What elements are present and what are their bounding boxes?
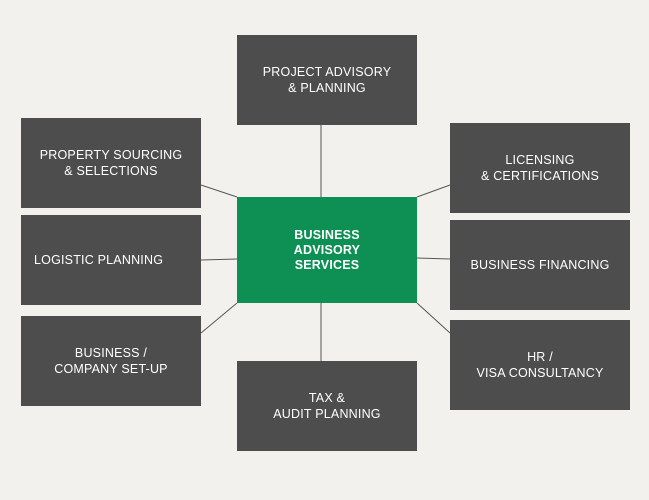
link-right2 — [416, 257, 451, 260]
node-company-setup: BUSINESS / COMPANY SET-UP — [21, 316, 201, 406]
link-left2 — [200, 258, 238, 261]
node-licensing: LICENSING & CERTIFICATIONS — [450, 123, 630, 213]
node-tax-audit: TAX & AUDIT PLANNING — [237, 361, 417, 451]
node-label: TAX & AUDIT PLANNING — [273, 391, 381, 421]
link-right1 — [416, 184, 451, 198]
node-label: LOGISTIC PLANNING — [34, 253, 164, 267]
node-business-financing: BUSINESS FINANCING — [450, 220, 630, 310]
node-label: PROJECT ADVISORY & PLANNING — [262, 65, 392, 95]
node-hr-visa: HR / VISA CONSULTANCY — [450, 320, 630, 410]
node-label: BUSINESS / COMPANY SET-UP — [54, 346, 168, 376]
center-node: BUSINESS ADVISORY SERVICES — [237, 197, 417, 303]
center-label: BUSINESS ADVISORY SERVICES — [293, 227, 361, 272]
node-label: HR / VISA CONSULTANCY — [476, 350, 604, 380]
node-label: BUSINESS FINANCING — [470, 258, 610, 272]
link-right3 — [416, 302, 451, 334]
node-label: LICENSING & CERTIFICATIONS — [480, 153, 600, 183]
node-label: PROPERTY SOURCING & SELECTIONS — [39, 148, 183, 178]
link-left1 — [200, 184, 238, 198]
link-left3 — [200, 302, 238, 334]
node-property-sourcing: PROPERTY SOURCING & SELECTIONS — [21, 118, 201, 208]
node-logistic-planning: LOGISTIC PLANNING — [21, 215, 201, 305]
node-project-advisory: PROJECT ADVISORY & PLANNING — [237, 35, 417, 125]
